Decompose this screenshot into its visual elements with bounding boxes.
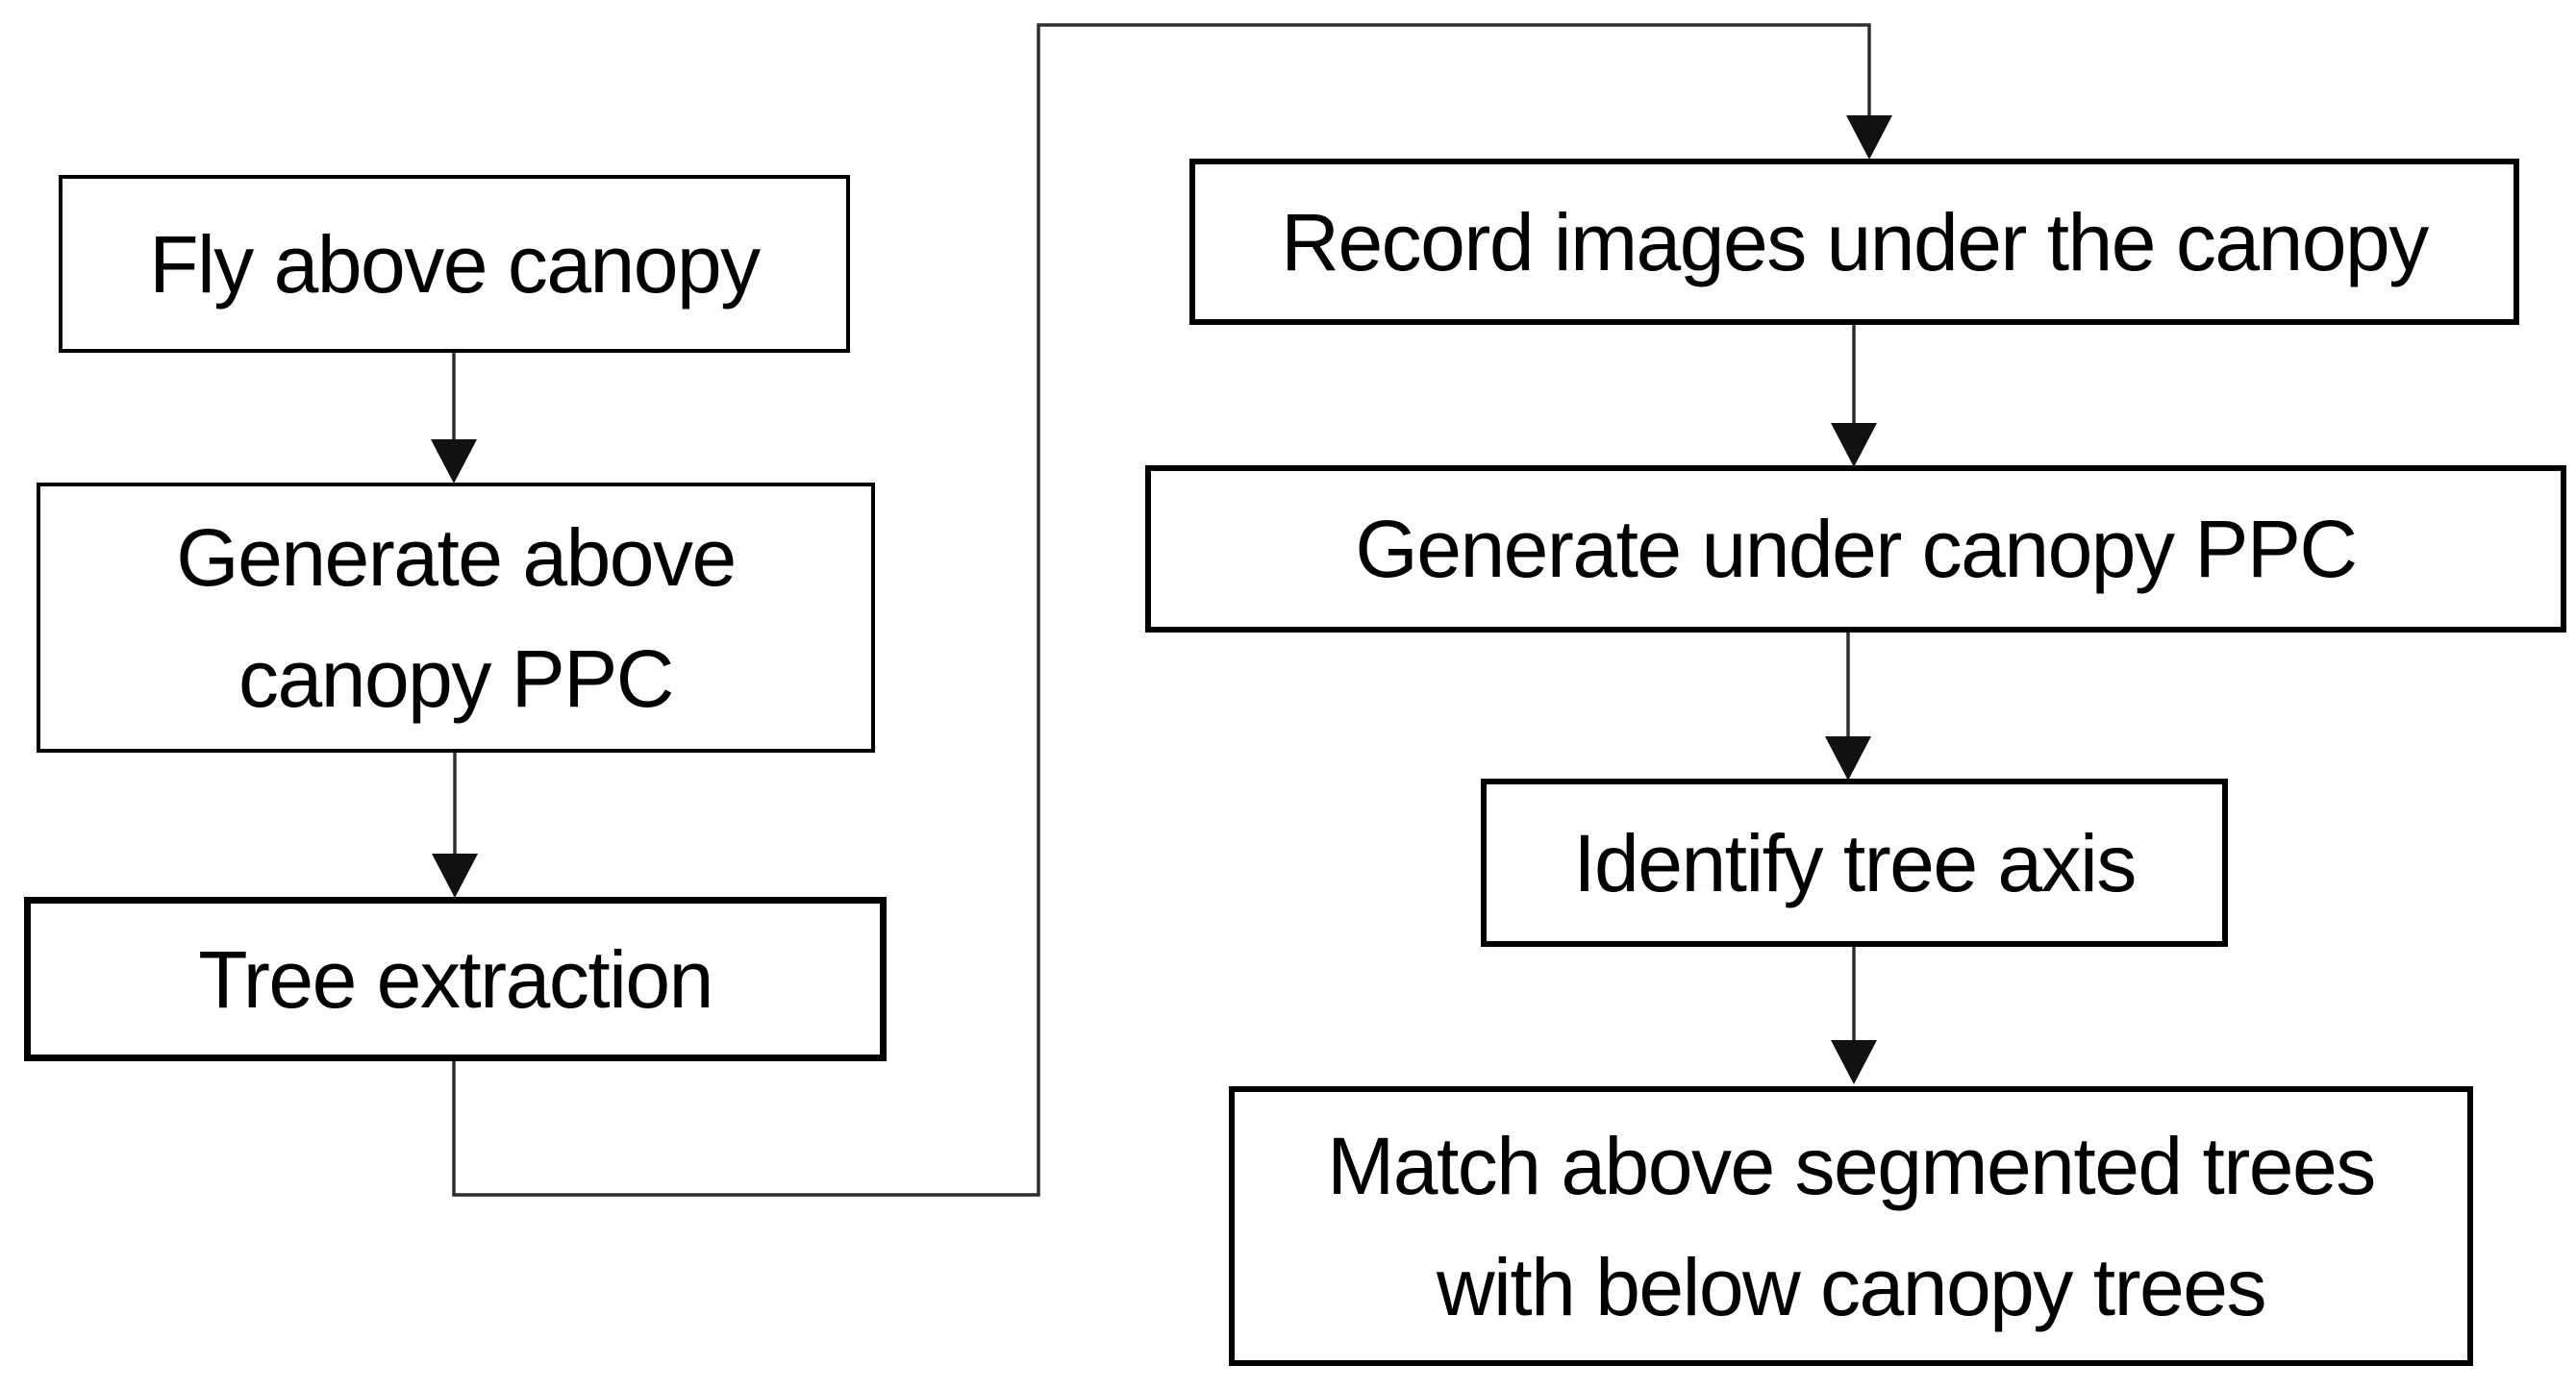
node-label-record-images-under-the-canopy: Record images under the canopy [1281, 196, 2429, 287]
node-label-identify-tree-axis: Identify tree axis [1573, 817, 2137, 908]
connector-tree-to-record-line [452, 23, 1871, 1197]
node-generate-above-canopy-ppc: Generate above canopy PPC [37, 483, 875, 753]
node-generate-under-canopy-ppc: Generate under canopy PPC [1145, 465, 2566, 633]
node-label-tree-extraction: Tree extraction [198, 933, 713, 1025]
node-label-match-above-segmented-trees: Match above segmented trees with below c… [1327, 1120, 2376, 1332]
node-fly-above-canopy: Fly above canopy [59, 175, 850, 353]
arrow-fly-to-generate-head [431, 439, 477, 484]
connector-tree-to-record-head [1846, 115, 1892, 160]
arrow-record-to-generate-head [1831, 423, 1877, 467]
arrow-generate-to-tree-head [432, 854, 478, 898]
arrow-identify-to-match-head [1831, 1040, 1877, 1084]
node-identify-tree-axis: Identify tree axis [1481, 779, 2228, 947]
node-tree-extraction: Tree extraction [24, 897, 887, 1061]
arrow-generate-to-identify-head [1825, 736, 1871, 781]
node-label-generate-above-canopy-ppc: Generate above canopy PPC [176, 511, 737, 724]
node-label-generate-under-canopy-ppc: Generate under canopy PPC [1355, 504, 2358, 594]
node-record-images-under-the-canopy: Record images under the canopy [1189, 159, 2519, 325]
node-match-above-segmented-trees: Match above segmented trees with below c… [1229, 1086, 2473, 1366]
node-label-fly-above-canopy: Fly above canopy [149, 218, 761, 310]
